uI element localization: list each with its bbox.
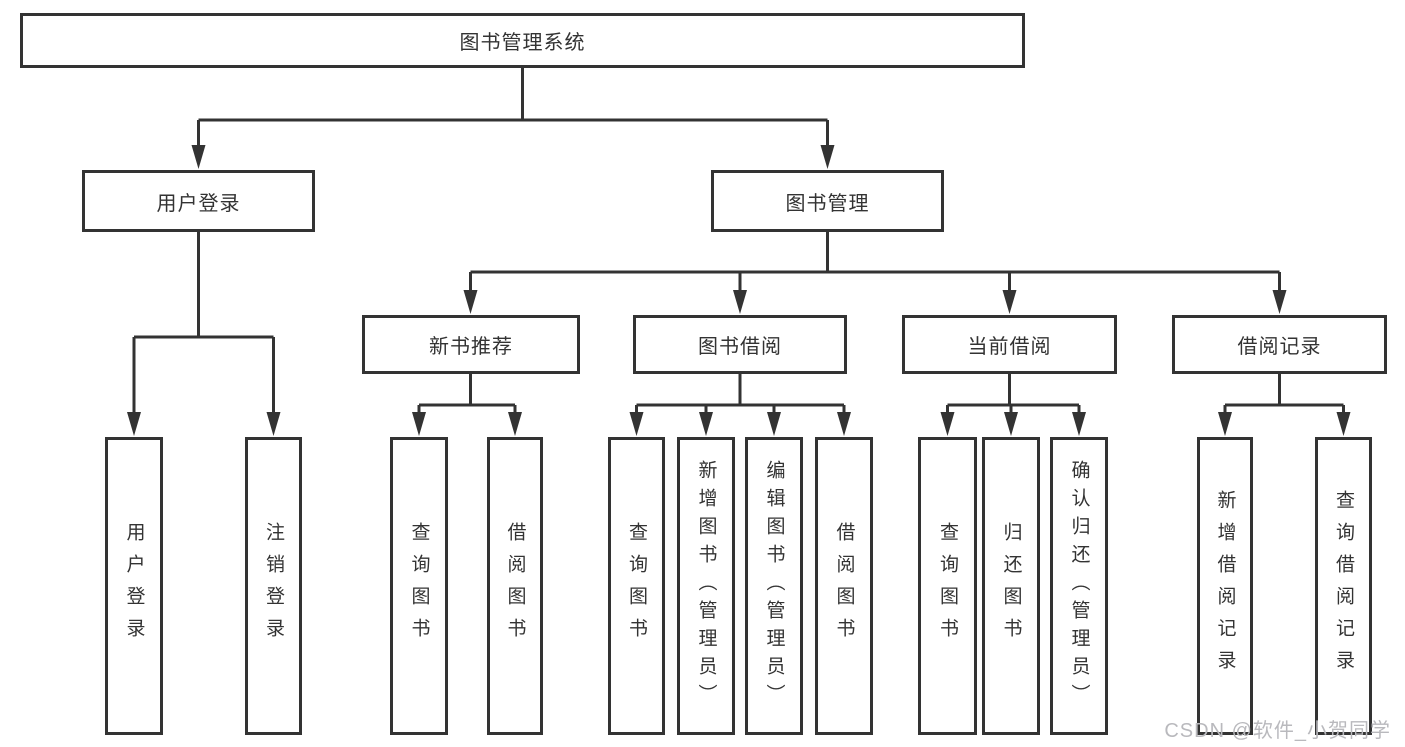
leaf-logout: 注销登录 (245, 437, 302, 735)
node-new-book-recommend: 新书推荐 (362, 315, 580, 374)
node-root: 图书管理系统 (20, 13, 1025, 68)
leaf-borrow-book-1: 借阅图书 (487, 437, 543, 735)
leaf-return-book-label: 归还图书 (1000, 522, 1022, 650)
leaf-add-book-admin: 新增图书（管理员） (677, 437, 735, 735)
leaf-query-book-2-label: 查询图书 (626, 522, 647, 650)
leaf-add-book-admin-label: 新增图书（管理员） (695, 460, 717, 712)
leaf-user-login-label: 用户登录 (123, 522, 145, 650)
node-user-login-label: 用户登录 (156, 192, 241, 215)
leaf-edit-book-admin: 编辑图书（管理员） (745, 437, 803, 735)
leaf-borrow-book-2: 借阅图书 (815, 437, 873, 735)
leaf-add-borrow-record-label: 新增借阅记录 (1214, 490, 1236, 682)
node-new-book-recommend-label: 新书推荐 (429, 336, 513, 358)
node-current-borrow-label: 当前借阅 (967, 336, 1052, 358)
leaf-query-borrow-record: 查询借阅记录 (1315, 437, 1372, 735)
leaf-logout-label: 注销登录 (263, 522, 284, 650)
leaf-query-borrow-record-label: 查询借阅记录 (1333, 490, 1354, 682)
leaf-confirm-return-admin-label: 确认归还（管理员） (1068, 460, 1090, 712)
node-book-management: 图书管理 (711, 170, 944, 232)
node-current-borrow: 当前借阅 (902, 315, 1117, 374)
leaf-user-login: 用户登录 (105, 437, 163, 735)
leaf-query-book-1-label: 查询图书 (408, 522, 430, 650)
node-borrow-records: 借阅记录 (1172, 315, 1387, 374)
node-borrow-records-label: 借阅记录 (1237, 336, 1322, 358)
node-root-label: 图书管理系统 (459, 32, 586, 54)
watermark: CSDN @软件_小贺同学 (1164, 720, 1391, 742)
leaf-edit-book-admin-label: 编辑图书（管理员） (763, 460, 785, 712)
node-user-login: 用户登录 (82, 170, 315, 232)
leaf-query-book-3-label: 查询图书 (937, 522, 958, 650)
node-book-management-label: 图书管理 (785, 192, 870, 215)
node-book-borrow-label: 图书借阅 (698, 336, 782, 358)
leaf-return-book: 归还图书 (982, 437, 1040, 735)
node-book-borrow: 图书借阅 (633, 315, 847, 374)
arrowheads (127, 145, 1351, 436)
leaf-query-book-2: 查询图书 (608, 437, 665, 735)
leaf-add-borrow-record: 新增借阅记录 (1197, 437, 1253, 735)
leaf-borrow-book-1-label: 借阅图书 (504, 522, 526, 650)
leaf-borrow-book-2-label: 借阅图书 (833, 522, 855, 650)
leaf-query-book-3: 查询图书 (918, 437, 977, 735)
leaf-confirm-return-admin: 确认归还（管理员） (1050, 437, 1108, 735)
leaf-query-book-1: 查询图书 (390, 437, 448, 735)
